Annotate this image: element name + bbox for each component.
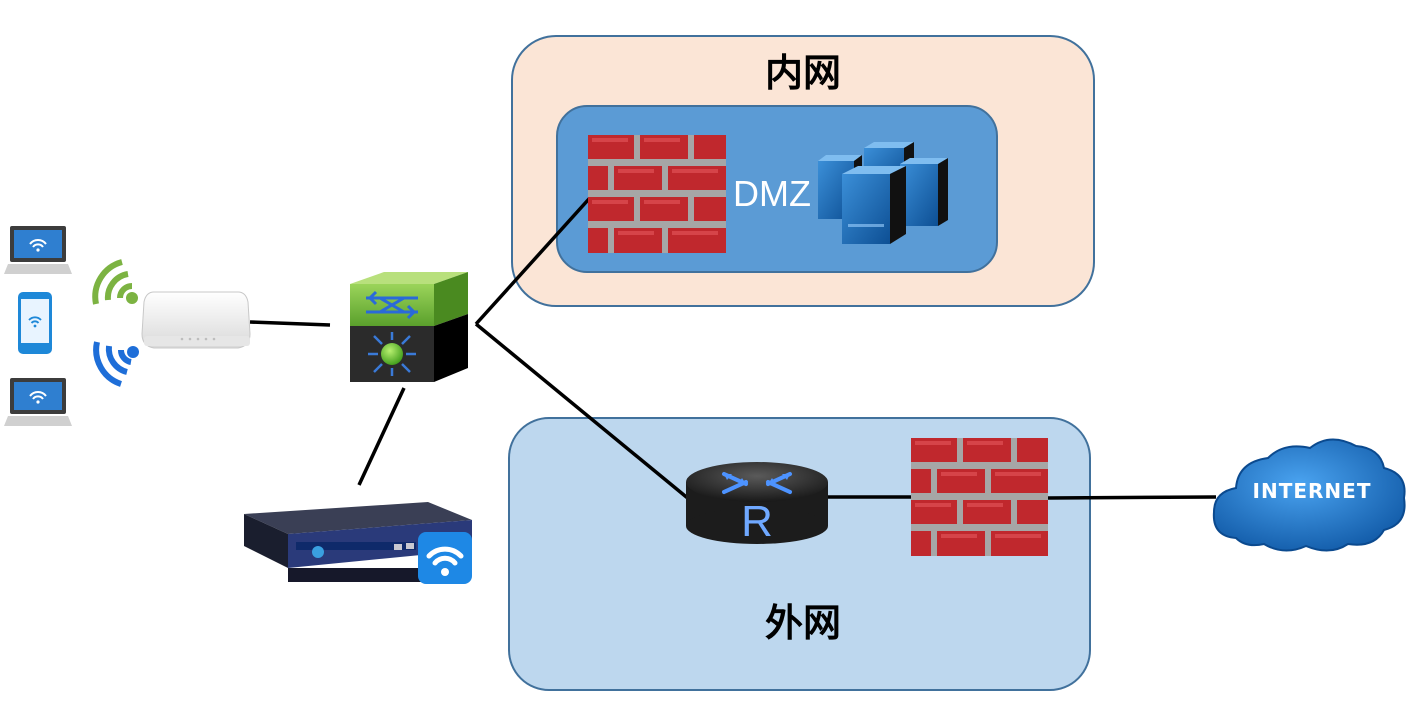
link-switch-to-wireless-controller xyxy=(357,387,406,486)
link-switch-to-router xyxy=(474,322,692,502)
network-links xyxy=(249,188,1217,502)
laptop-icon xyxy=(4,378,72,426)
internet-cloud-icon: INTERNET xyxy=(1212,438,1406,552)
internet-label: INTERNET xyxy=(1253,479,1372,503)
extranet-zone-title: 外网 xyxy=(765,601,841,645)
wifi-badge-icon xyxy=(418,532,472,584)
dmz-label: DMZ xyxy=(733,173,811,214)
link-switch-to-dmz-firewall xyxy=(474,188,599,326)
server-icon xyxy=(842,166,906,244)
laptop-icon xyxy=(4,226,72,274)
wifi-signal-icon xyxy=(93,341,139,387)
edge-firewall-icon xyxy=(911,438,1048,556)
intranet-zone-title: 内网 xyxy=(765,51,841,95)
server-icon xyxy=(900,158,948,226)
layer3-switch-icon xyxy=(350,272,468,382)
router-label: R xyxy=(741,497,773,546)
wifi-signal-icon xyxy=(92,259,138,305)
link-ap-to-switch xyxy=(249,320,331,327)
wireless-access-point-icon xyxy=(141,291,251,349)
server-cluster-icon xyxy=(818,142,948,244)
link-firewall-to-internet xyxy=(1047,495,1217,500)
smartphone-icon xyxy=(18,292,52,354)
router-icon: R xyxy=(686,462,828,546)
dmz-firewall-icon xyxy=(588,135,726,253)
